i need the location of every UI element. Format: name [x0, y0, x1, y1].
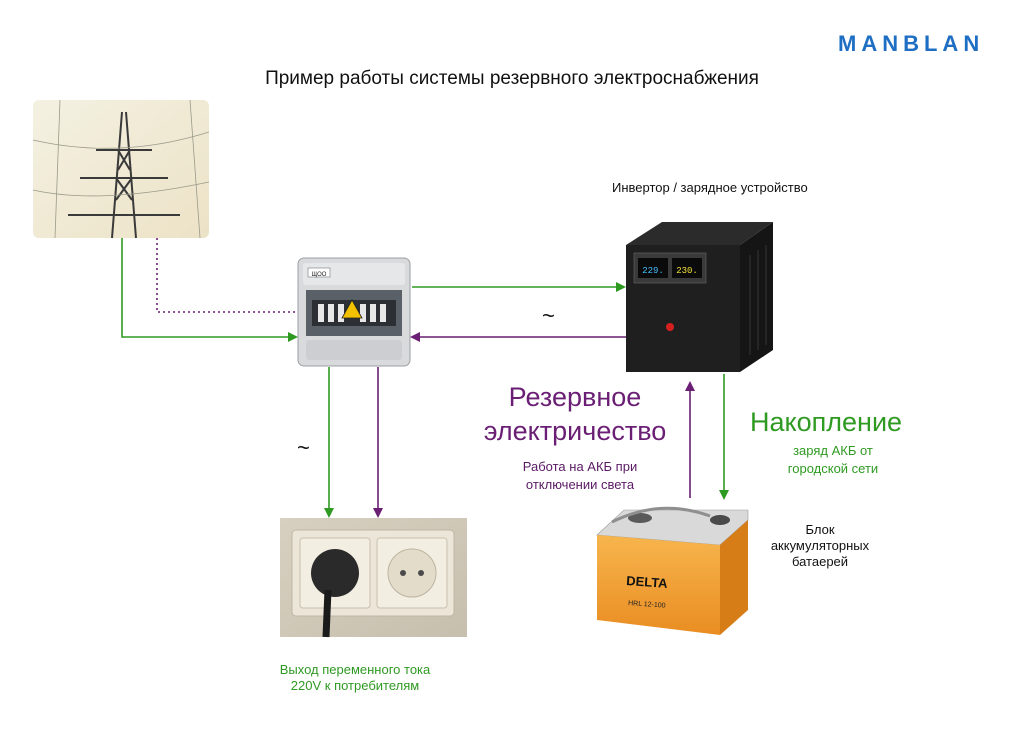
battery-model-label: HRL 12-100 [628, 600, 666, 610]
accum-sub-line1: заряд АКБ от [793, 443, 873, 458]
output-label: Выход переменного тока 220V к потребител… [255, 662, 455, 694]
reserve-heading-line1: Резервное [508, 382, 642, 412]
accumulation-description: заряд АКБ от городской сети [768, 442, 898, 478]
battery-brand-logo: DELTA [626, 573, 669, 591]
distribution-panel-image [297, 257, 411, 367]
inverter-label: Инвертор / зарядное устройство [612, 180, 808, 195]
accum-sub-line2: городской сети [787, 461, 879, 476]
inverter-display-right: 230. [676, 266, 698, 276]
reserve-sub-line2: отключении света [525, 477, 635, 492]
reserve-power-description: Работа на АКБ при отключении света [500, 458, 660, 494]
battery-label: Блок аккумуляторных батаерей [760, 522, 880, 570]
output-label-line2: 220V к потребителям [290, 678, 420, 693]
battery-image [596, 506, 749, 635]
ac-tilde-left: ~ [297, 435, 310, 460]
accumulation-heading: Накопление [750, 407, 903, 437]
power-tower-image [32, 99, 210, 239]
reserve-heading-line2: электричество [483, 416, 667, 446]
grid-to-panel-line [121, 238, 298, 342]
diagram-title: Пример работы системы резервного электро… [265, 68, 759, 89]
panel-tag: ЩОО [312, 272, 327, 278]
ac-tilde-top: ~ [542, 303, 555, 328]
flow-lines [121, 238, 729, 518]
output-label-line1: Выход переменного тока [279, 662, 431, 677]
battery-label-line1: Блок [805, 522, 835, 537]
wall-socket-image [280, 518, 467, 638]
battery-label-line3: батаерей [791, 554, 849, 569]
brand-logo: MANBLAN [838, 31, 985, 56]
inverter-image [626, 222, 773, 372]
grid-dotted-line [156, 238, 296, 313]
battery-label-line2: аккумуляторных [770, 538, 870, 553]
inverter-display-left: 229. [642, 266, 664, 276]
reserve-sub-line1: Работа на АКБ при [522, 459, 638, 474]
reserve-power-heading: Резервное электричество [470, 380, 680, 448]
